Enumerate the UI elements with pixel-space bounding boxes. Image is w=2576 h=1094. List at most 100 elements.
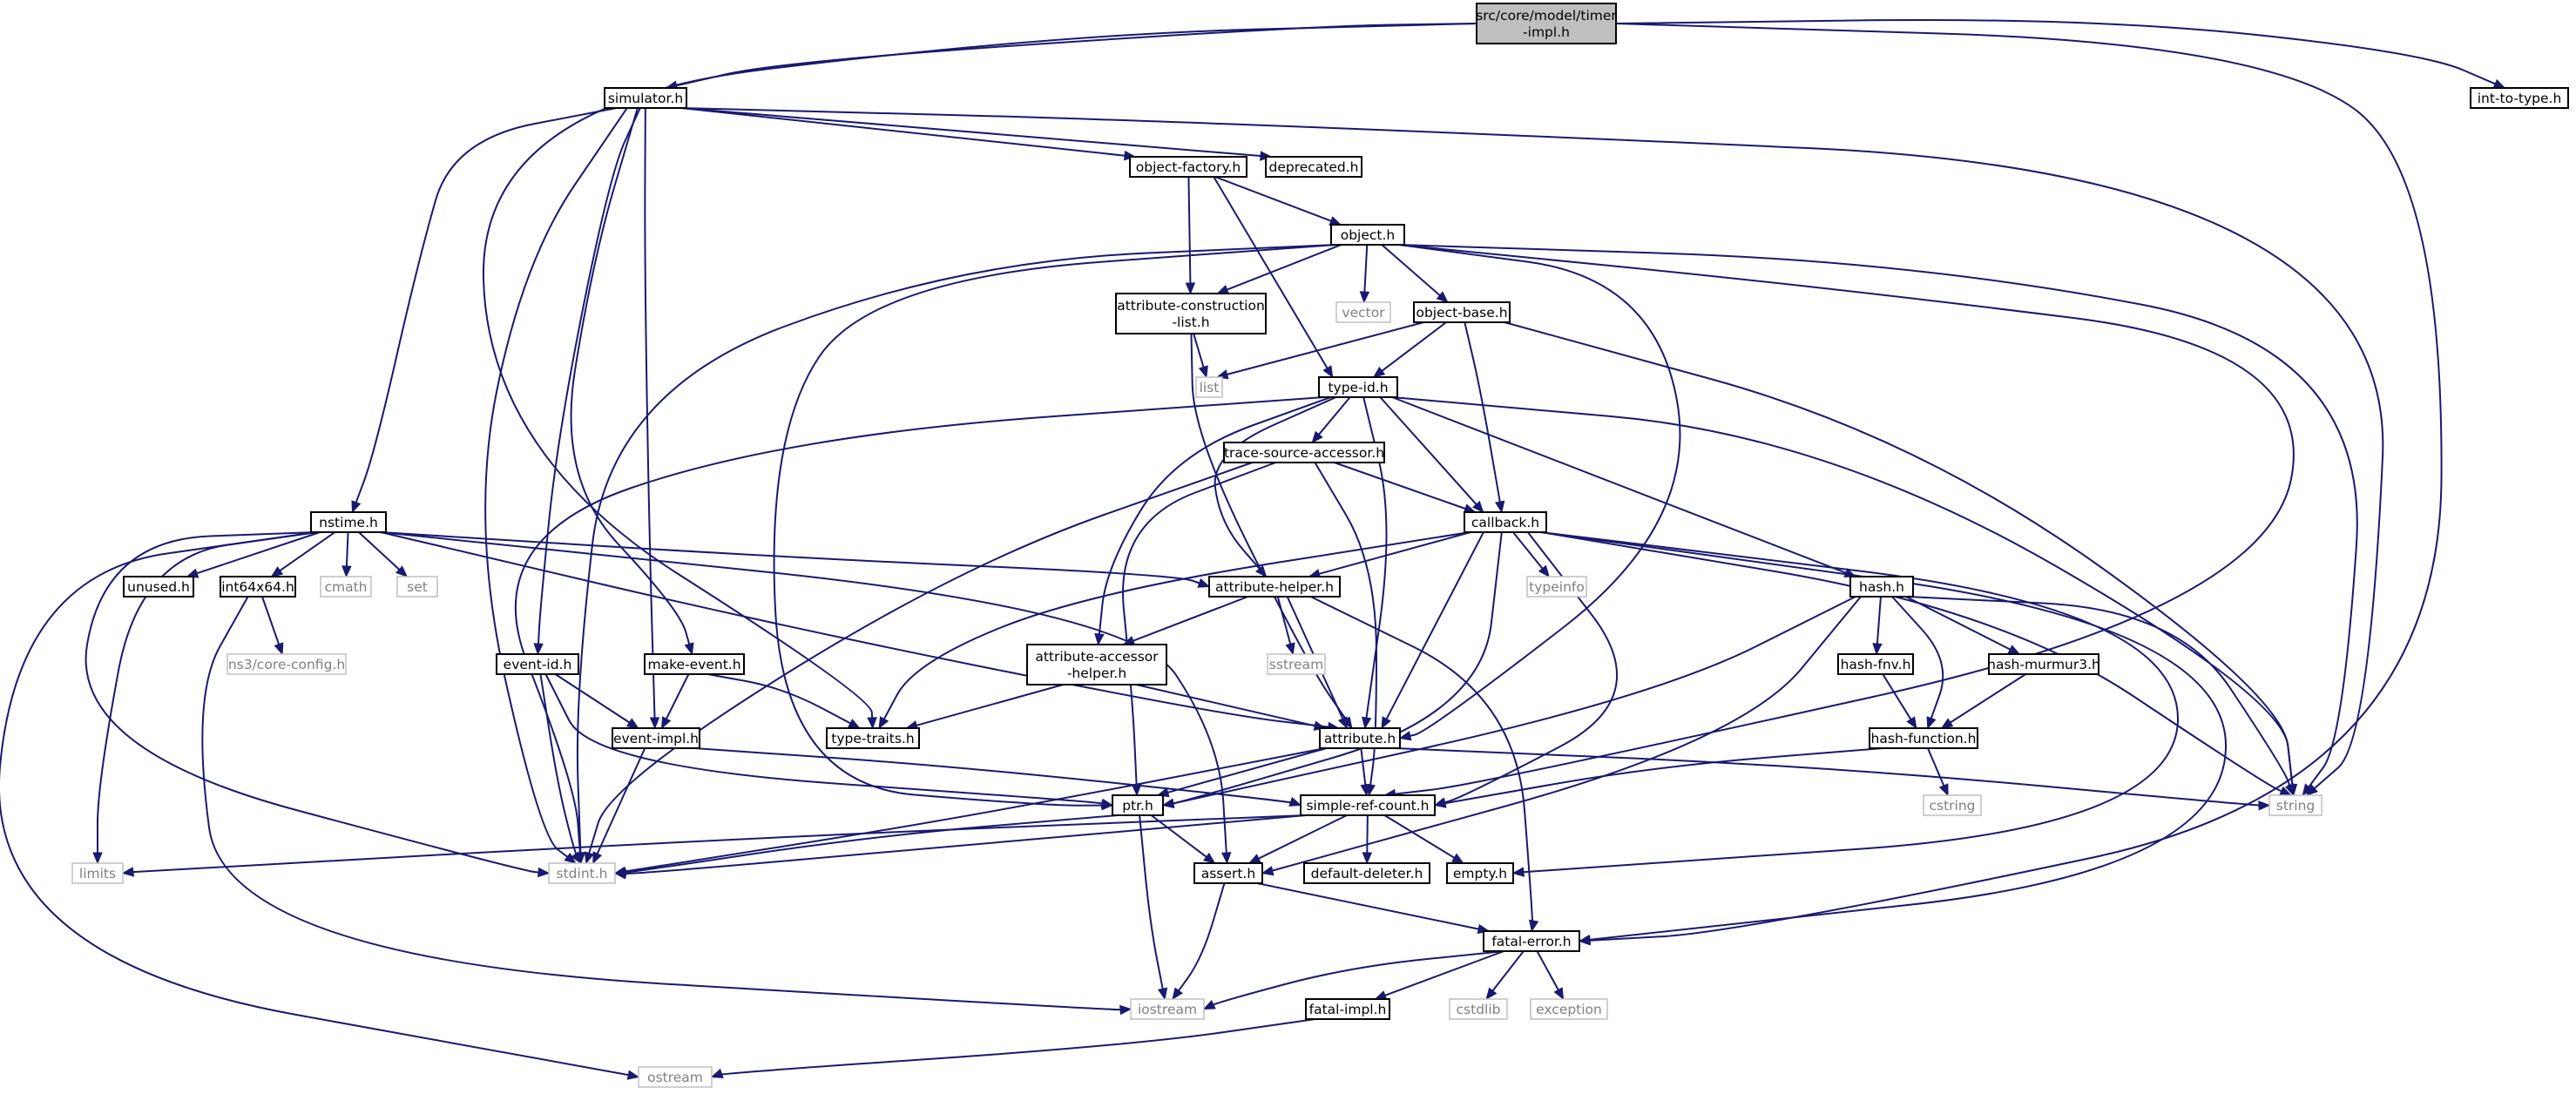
node-default-deleter[interactable]: default-deleter.h — [1303, 862, 1430, 884]
node-hash-function[interactable]: hash-function.h — [1869, 727, 1978, 749]
node-nstime[interactable]: nstime.h — [310, 511, 387, 533]
node-simple-ref[interactable]: simple-ref-count.h — [1300, 794, 1436, 816]
node-fatal-impl[interactable]: fatal-impl.h — [1305, 998, 1390, 1020]
arrowhead-icon — [710, 1068, 724, 1078]
node-callback[interactable]: callback.h — [1464, 511, 1547, 533]
node-label: object.h — [1341, 227, 1396, 243]
node-ptr[interactable]: ptr.h — [1112, 794, 1164, 816]
node-assert[interactable]: assert.h — [1193, 862, 1263, 884]
edge-hash-to-assert — [1261, 596, 1862, 876]
edge-simulator-to-event-impl — [644, 107, 660, 730]
node-object-base[interactable]: object-base.h — [1413, 301, 1511, 323]
node-make-event[interactable]: make-event.h — [644, 653, 745, 675]
node-object[interactable]: object.h — [1330, 224, 1405, 246]
node-fatal-error[interactable]: fatal-error.h — [1483, 930, 1580, 952]
edge-line — [1227, 321, 1424, 375]
arrowhead-icon — [1337, 716, 1348, 730]
arrowhead-icon — [1198, 365, 1208, 379]
node-attr-helper[interactable]: attribute-helper.h — [1208, 576, 1341, 598]
edge-line — [680, 107, 1126, 157]
edge-int64x64-to-core-config — [261, 596, 284, 656]
edge-line — [1398, 244, 2358, 787]
edge-line — [1950, 673, 2026, 724]
edge-line — [85, 531, 539, 874]
edge-timer-impl-to-int-to-type — [1615, 18, 2506, 89]
node-label: fatal-impl.h — [1309, 1002, 1387, 1017]
node-attribute[interactable]: attribute.h — [1319, 727, 1401, 749]
edge-line — [1464, 321, 1501, 503]
edge-simple-ref-to-default-deleter — [1362, 814, 1373, 865]
edge-line — [1167, 747, 1328, 793]
node-box — [1446, 862, 1514, 884]
edge-line — [1211, 950, 1504, 1007]
node-int64x64[interactable]: int64x64.h — [220, 576, 296, 598]
edge-ptr-to-stdint — [613, 814, 1119, 878]
edge-line — [1363, 244, 1369, 293]
arrowhead-icon — [1360, 783, 1370, 797]
node-box — [1330, 224, 1405, 246]
edge-line — [1905, 596, 2011, 651]
arrowhead-icon — [661, 716, 672, 730]
node-empty[interactable]: empty.h — [1446, 862, 1514, 884]
edge-simple-ref-to-empty — [1383, 814, 1464, 864]
arrowhead-icon — [1361, 716, 1372, 730]
node-unused[interactable]: unused.h — [123, 576, 194, 598]
node-box — [220, 576, 296, 598]
node-box — [1300, 794, 1436, 816]
arrowhead-icon — [1906, 716, 1917, 730]
node-deprecated[interactable]: deprecated.h — [1265, 156, 1362, 178]
arrowhead-icon — [1538, 564, 1550, 578]
arrowhead-icon — [1197, 577, 1211, 588]
node-object-factory[interactable]: object-factory.h — [1129, 156, 1247, 178]
edge-line — [1334, 462, 1466, 510]
edge-assert-to-iostream — [1172, 882, 1226, 1001]
node-label: attribute.h — [1324, 731, 1396, 746]
node-box — [644, 653, 745, 675]
edge-type-id-to-attr-accessor — [1094, 396, 1331, 646]
node-event-id[interactable]: event-id.h — [496, 653, 579, 675]
node-event-impl[interactable]: event-impl.h — [612, 727, 700, 749]
node-label: vector — [1342, 305, 1385, 321]
node-box — [1129, 156, 1247, 178]
edge-line — [538, 107, 641, 645]
arrowhead-icon — [1494, 500, 1505, 514]
node-type-traits[interactable]: type-traits.h — [826, 727, 920, 749]
node-int-to-type[interactable]: int-to-type.h — [2470, 87, 2569, 109]
arrowhead-icon — [1247, 854, 1261, 864]
node-box — [548, 862, 616, 884]
node-type-id[interactable]: type-id.h — [1318, 376, 1398, 398]
node-label: unused.h — [127, 579, 190, 595]
edge-line — [1444, 531, 1619, 804]
node-attr-accessor[interactable]: attribute-accessor-helper.h — [1026, 644, 1167, 685]
node-attr-construction[interactable]: attribute-construction-list.h — [1115, 293, 1267, 334]
edge-callback-to-type-traits — [878, 531, 1471, 730]
node-simulator[interactable]: simulator.h — [604, 87, 687, 109]
node-hash-murmur3[interactable]: hash-murmur3.h — [1987, 653, 2100, 675]
node-timer-impl[interactable]: src/core/model/timer-impl.h — [1476, 3, 1617, 44]
edge-object-base-to-type-id — [1372, 321, 1447, 378]
node-label: ostream — [647, 1070, 703, 1085]
edge-line — [1589, 23, 2443, 942]
node-iostream: iostream — [1130, 998, 1205, 1020]
edge-hash-to-ptr — [1161, 596, 1856, 808]
arrowhead-icon — [1119, 1004, 1132, 1016]
arrowhead-icon — [592, 851, 603, 865]
edge-nstime-to-set — [358, 531, 409, 577]
node-trace-source[interactable]: trace-source-accessor.h — [1223, 442, 1385, 463]
arrowhead-icon — [1528, 919, 1539, 933]
edge-line — [1178, 882, 1226, 991]
edge-line — [1394, 747, 2263, 807]
node-label: nstime.h — [319, 515, 378, 530]
edge-fatal-error-to-exception — [1536, 950, 1565, 1001]
node-box — [1267, 653, 1326, 675]
node-hash[interactable]: hash.h — [1849, 576, 1914, 598]
edge-line — [1256, 882, 1479, 930]
edge-line — [1512, 531, 1544, 570]
edge-simple-ref-to-stdint — [613, 814, 1307, 880]
edge-nstime-to-int64x64 — [270, 531, 335, 577]
node-string: string — [2268, 794, 2322, 816]
arrowhead-icon — [1261, 866, 1274, 876]
node-hash-fnv[interactable]: hash-fnv.h — [1837, 653, 1914, 675]
arrowhead-icon — [684, 642, 694, 656]
arrowhead-icon — [649, 717, 660, 730]
